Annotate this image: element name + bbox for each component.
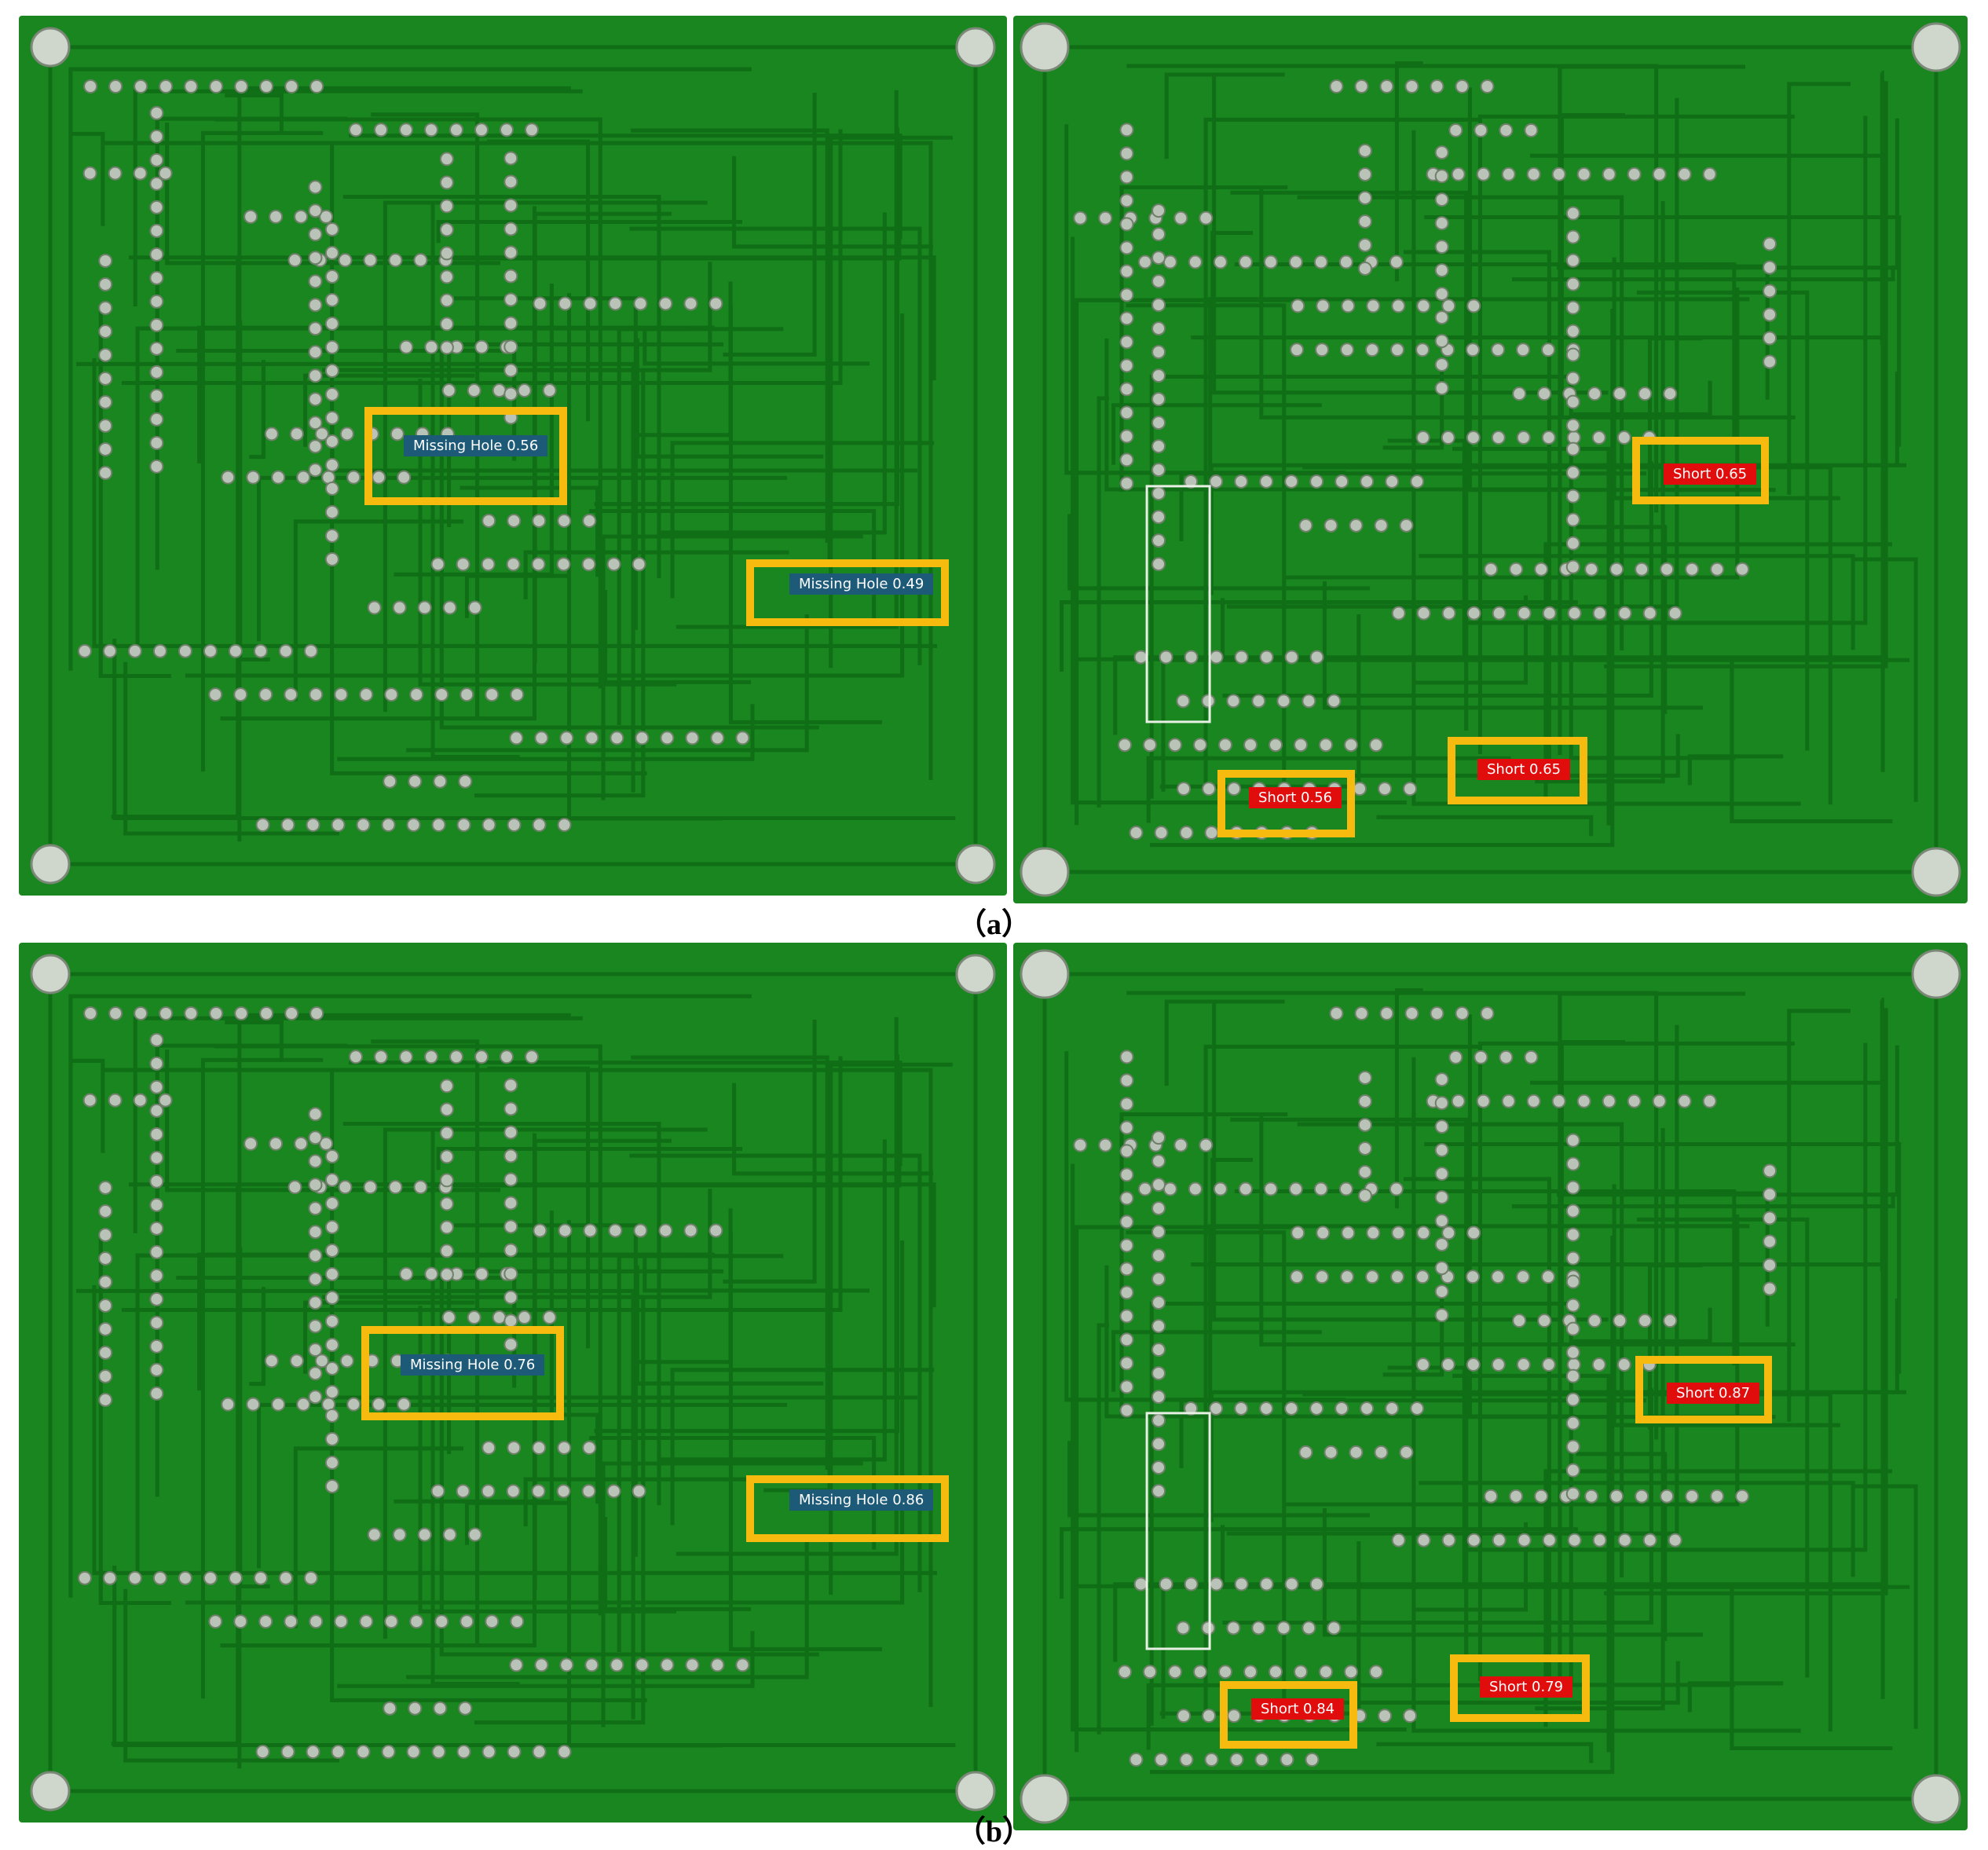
pcb-artwork: [1013, 16, 1968, 903]
short-box: Short 0.84: [1220, 1681, 1357, 1749]
detection-label: Missing Hole 0.56: [404, 435, 548, 456]
detection-label: Missing Hole 0.49: [789, 573, 934, 595]
short-box: Short 0.65: [1632, 437, 1769, 504]
missing-hole-box: Missing Hole 0.49: [746, 559, 949, 626]
detection-label: Missing Hole 0.86: [789, 1489, 934, 1511]
pcb-photo-left: [19, 16, 1007, 896]
short-box: Short 0.87: [1635, 1356, 1772, 1423]
detection-label: Short 0.56: [1249, 787, 1342, 808]
pcb-artwork: [19, 16, 1007, 896]
panel-caption: （a）: [956, 908, 1031, 941]
short-box: Short 0.56: [1217, 770, 1355, 837]
detection-label: Short 0.79: [1480, 1676, 1573, 1698]
panel-b: Missing Hole 0.76 Missing Hole 0.86 Shor…: [0, 919, 1988, 1848]
detection-label: Short 0.65: [1477, 759, 1571, 780]
pcb-artwork: [19, 943, 1007, 1823]
detection-label: Short 0.87: [1667, 1383, 1760, 1404]
panel-a: Missing Hole 0.56 Missing Hole 0.49 Shor…: [19, 16, 1968, 941]
short-box: Short 0.79: [1450, 1654, 1590, 1722]
pcb-photo-right: [1013, 16, 1968, 903]
missing-hole-box: Missing Hole 0.56: [364, 407, 567, 505]
missing-hole-box: Missing Hole 0.86: [746, 1475, 949, 1542]
pcb-photo-left: [19, 943, 1007, 1823]
detection-label: Short 0.65: [1664, 463, 1757, 485]
short-box: Short 0.65: [1448, 737, 1587, 804]
detection-label: Short 0.84: [1251, 1698, 1345, 1720]
missing-hole-box: Missing Hole 0.76: [361, 1326, 564, 1420]
panel-caption: （b）: [955, 1815, 1033, 1848]
detection-label: Missing Hole 0.76: [401, 1354, 545, 1376]
